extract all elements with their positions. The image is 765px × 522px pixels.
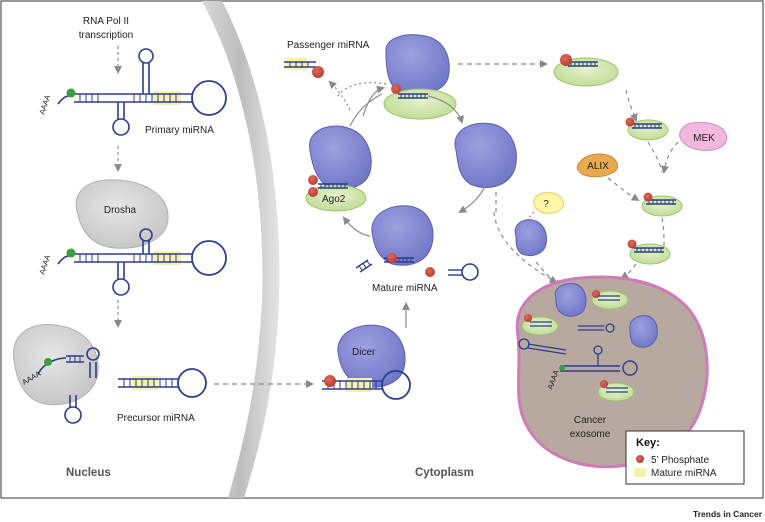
unknown-factor <box>533 191 564 214</box>
primary-mirna-structure <box>57 48 227 136</box>
key-phosphate-label: 5’ Phosphate <box>651 455 709 466</box>
alix-arrow <box>607 177 640 202</box>
cancer-exosome <box>515 275 709 469</box>
passenger-mirna-label: Passenger miRNA <box>287 40 370 51</box>
drosha-cleaved-complex <box>13 324 99 406</box>
nuclear-envelope <box>202 1 280 498</box>
secretion-arrow-2 <box>647 141 663 173</box>
to-exosome-arrow-2 <box>535 261 562 288</box>
cancer-label: Cancer <box>574 415 607 426</box>
ago2-to-top-arrow <box>349 93 383 127</box>
mature-mirna-label: Mature miRNA <box>372 283 438 294</box>
free-argonaute <box>454 122 517 188</box>
legend-key: Key: 5’ Phosphate Mature miRNA <box>625 430 745 485</box>
primary-mirna-bound-drosha <box>57 228 227 296</box>
ago2-label: Ago2 <box>322 194 346 205</box>
secretion-arrow-1 <box>625 89 638 122</box>
to-ago2-arrow <box>342 216 371 237</box>
key-mature-swatch <box>634 468 646 477</box>
brand-label: Trends in Cancer <box>693 509 763 519</box>
ago2-loading-complex-top <box>383 34 457 120</box>
key-mature-label: Mature miRNA <box>651 468 717 479</box>
transcription-label: transcription <box>79 30 133 41</box>
rna-pol-label: RNA Pol II <box>83 16 129 27</box>
secretion-arrow-3 <box>661 217 665 247</box>
cytoplasm-label: Cytoplasm <box>415 467 474 479</box>
passenger-mirna-strand <box>284 58 324 78</box>
precursor-mirna-label: Precursor miRNA <box>117 413 195 424</box>
primary-mirna-label: Primary miRNA <box>145 125 214 136</box>
exosome-contents <box>518 283 658 402</box>
dicer-complex <box>322 324 411 400</box>
to-exosome-arrow-1 <box>493 211 558 283</box>
mature-mirna-complex <box>355 205 479 281</box>
secretion-ago2-1 <box>553 54 619 87</box>
release-arrow <box>427 95 464 124</box>
mek-kinase <box>679 121 728 151</box>
dicer-label: Dicer <box>352 347 376 358</box>
passenger-release-arrow-a <box>337 82 387 97</box>
passenger-release-arrow <box>328 80 351 111</box>
exosome-label: exosome <box>570 429 611 440</box>
alix-label: ALIX <box>587 161 609 172</box>
key-phosphate-swatch <box>636 455 644 463</box>
question-label: ? <box>543 199 549 210</box>
alix-protein <box>576 153 618 178</box>
secretion-ago2-4 <box>627 239 671 265</box>
drosha-label: Drosha <box>104 205 137 216</box>
mek-arrow <box>661 141 679 174</box>
question-arrow <box>526 211 535 229</box>
cleaved-flanking-rna <box>37 347 100 424</box>
secretion-ago2-3 <box>641 192 683 217</box>
nucleus-label: Nucleus <box>66 467 111 479</box>
precursor-mirna-structure <box>118 368 207 398</box>
mek-label: MEK <box>693 133 715 144</box>
key-title: Key: <box>636 437 660 449</box>
ago2-complex <box>305 125 372 212</box>
drosha-complex <box>75 179 169 249</box>
small-argonaute <box>514 219 547 257</box>
loading-arrow <box>362 85 385 117</box>
recycle-arrow <box>458 183 487 214</box>
secretion-ago2-2 <box>625 117 669 141</box>
